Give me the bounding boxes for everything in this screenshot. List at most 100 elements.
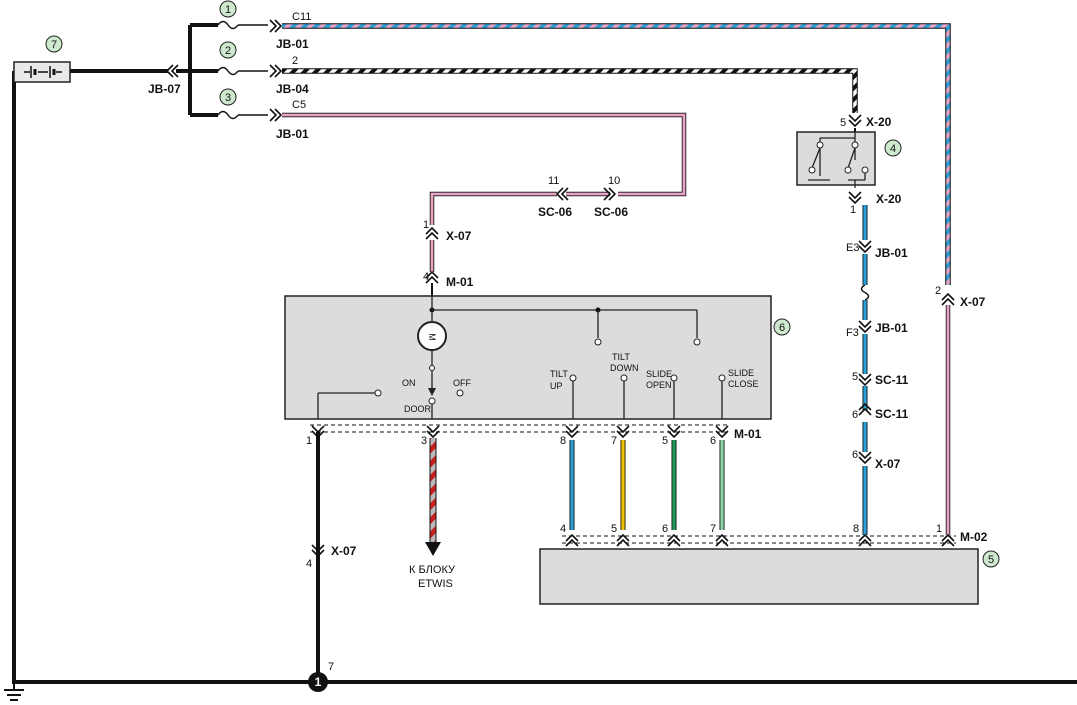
- wire-red-grey: К БЛОКУ ETWIS: [409, 438, 456, 590]
- wire-pink: [238, 112, 687, 272]
- svg-text:7: 7: [51, 39, 57, 51]
- slide-close-label-2: CLOSE: [728, 379, 759, 389]
- connector-x20-top: 5 X-20: [840, 114, 892, 129]
- callout-1: 1: [219, 0, 237, 18]
- wire-pink-blue: [238, 23, 951, 535]
- m02-pin: 7: [710, 523, 729, 547]
- svg-text:6: 6: [852, 409, 858, 421]
- connector-sc11-a: 5 SC-11: [852, 371, 909, 387]
- callout-4: 4: [884, 139, 902, 157]
- svg-text:X-07: X-07: [446, 229, 472, 243]
- svg-text:X-20: X-20: [876, 192, 902, 206]
- svg-text:1: 1: [225, 4, 231, 16]
- ground-pin: 7: [328, 661, 334, 673]
- m02-pin-number: 4: [560, 523, 566, 535]
- svg-text:X-07: X-07: [875, 457, 901, 471]
- svg-text:2: 2: [935, 285, 941, 297]
- connector-x07-pink: 2 X-07: [935, 285, 986, 309]
- off-label: OFF: [453, 378, 471, 388]
- svg-text:SC-06: SC-06: [538, 205, 572, 219]
- relay-box-4: [796, 128, 876, 188]
- m01-pin: 1: [306, 425, 325, 447]
- m01-pin-number: 5: [662, 435, 668, 447]
- svg-text:M-01: M-01: [734, 427, 762, 441]
- svg-text:1: 1: [850, 204, 856, 216]
- ground-point: [308, 672, 328, 692]
- battery: [13, 61, 71, 83]
- arrow-down-icon: [425, 542, 441, 556]
- connector-f2: [269, 64, 283, 78]
- control-module-5: [539, 548, 979, 605]
- svg-text:X-07: X-07: [331, 544, 357, 558]
- svg-text:JB-01: JB-01: [875, 321, 908, 335]
- connector-f1: [269, 19, 283, 33]
- callout-6: 6: [773, 318, 791, 336]
- m02-pin-number: 7: [710, 523, 716, 535]
- svg-text:10: 10: [608, 175, 620, 187]
- callout-7: 7: [45, 35, 63, 53]
- svg-text:5: 5: [840, 117, 846, 129]
- f2-pin: 2: [292, 55, 298, 67]
- m02-pin: 4: [560, 523, 579, 547]
- m01-pin-number: 8: [560, 435, 566, 447]
- wire-black-white: [238, 68, 858, 113]
- svg-text:4: 4: [423, 271, 429, 283]
- svg-text:2: 2: [225, 45, 231, 57]
- svg-text:6: 6: [852, 449, 858, 461]
- fuse-blue-wire: [860, 284, 870, 301]
- tilt-down-label-1: TILT: [612, 352, 630, 362]
- m01-pin-number: 7: [611, 435, 617, 447]
- svg-text:1: 1: [423, 219, 429, 231]
- svg-text:4: 4: [890, 143, 896, 155]
- svg-text:11: 11: [548, 175, 559, 187]
- slide-close-label-1: SLIDE: [728, 368, 754, 378]
- door-label: DOOR: [404, 404, 432, 414]
- f2-conn: JB-04: [276, 82, 309, 96]
- callout-2: 2: [219, 41, 237, 59]
- tilt-up-label-2: UP: [550, 381, 563, 391]
- m01-pin: 6: [710, 425, 729, 447]
- svg-text:3: 3: [225, 92, 231, 104]
- m02-pin-number: 5: [611, 523, 617, 535]
- svg-text:SC-11: SC-11: [875, 407, 909, 421]
- svg-text:E3: E3: [846, 242, 859, 254]
- m01-pin: 5: [662, 425, 681, 447]
- connector-jb01-e3: E3 JB-01: [846, 240, 908, 260]
- m01-pin: 7: [611, 425, 630, 447]
- m01-pin: 3: [421, 425, 440, 447]
- callout-3: 3: [219, 88, 237, 106]
- connector-sc11-b: 6 SC-11: [852, 402, 909, 421]
- m02-pin: 1: [936, 523, 955, 547]
- connector-f3: [269, 108, 283, 122]
- switch-module-6: M ON OFF DOOR TILT UP TILT DOWN SLIDE OP…: [284, 295, 772, 420]
- m02-pin: 6: [662, 523, 681, 547]
- svg-text:M-02: M-02: [960, 530, 988, 544]
- m01-pin-number: 1: [306, 435, 312, 447]
- connector-sc06-a: 11 SC-06: [538, 175, 572, 219]
- fuse-2: [217, 66, 239, 76]
- svg-text:X-20: X-20: [866, 115, 892, 129]
- svg-text:JB-01: JB-01: [875, 246, 908, 260]
- connector-m01-bottom: 1 3 8 7 5 6 M-01: [306, 424, 762, 447]
- connector-jb01-f3: F3 JB-01: [846, 320, 908, 339]
- svg-text:5: 5: [988, 554, 994, 566]
- f3-conn: JB-01: [276, 127, 309, 141]
- lamp-label: M: [427, 333, 437, 341]
- tilt-down-label-2: DOWN: [610, 363, 639, 373]
- etwis-label-2: ETWIS: [418, 578, 453, 590]
- m01-pin-number: 3: [421, 435, 427, 447]
- tilt-up-label-1: TILT: [550, 369, 568, 379]
- etwis-label-1: К БЛОКУ: [409, 564, 456, 576]
- slide-open-label-2: OPEN: [646, 380, 672, 390]
- svg-text:4: 4: [306, 558, 312, 570]
- connector-x20-bot: 1 X-20: [848, 191, 902, 216]
- svg-text:JB-07: JB-07: [148, 82, 181, 96]
- on-label: ON: [402, 378, 416, 388]
- m02-pin: 5: [611, 523, 630, 547]
- connector-x07-mid: 1 X-07: [423, 219, 472, 243]
- svg-text:M-01: M-01: [446, 275, 474, 289]
- connector-jb07: JB-07: [148, 64, 181, 96]
- connector-m01-top: 4 M-01: [423, 270, 474, 289]
